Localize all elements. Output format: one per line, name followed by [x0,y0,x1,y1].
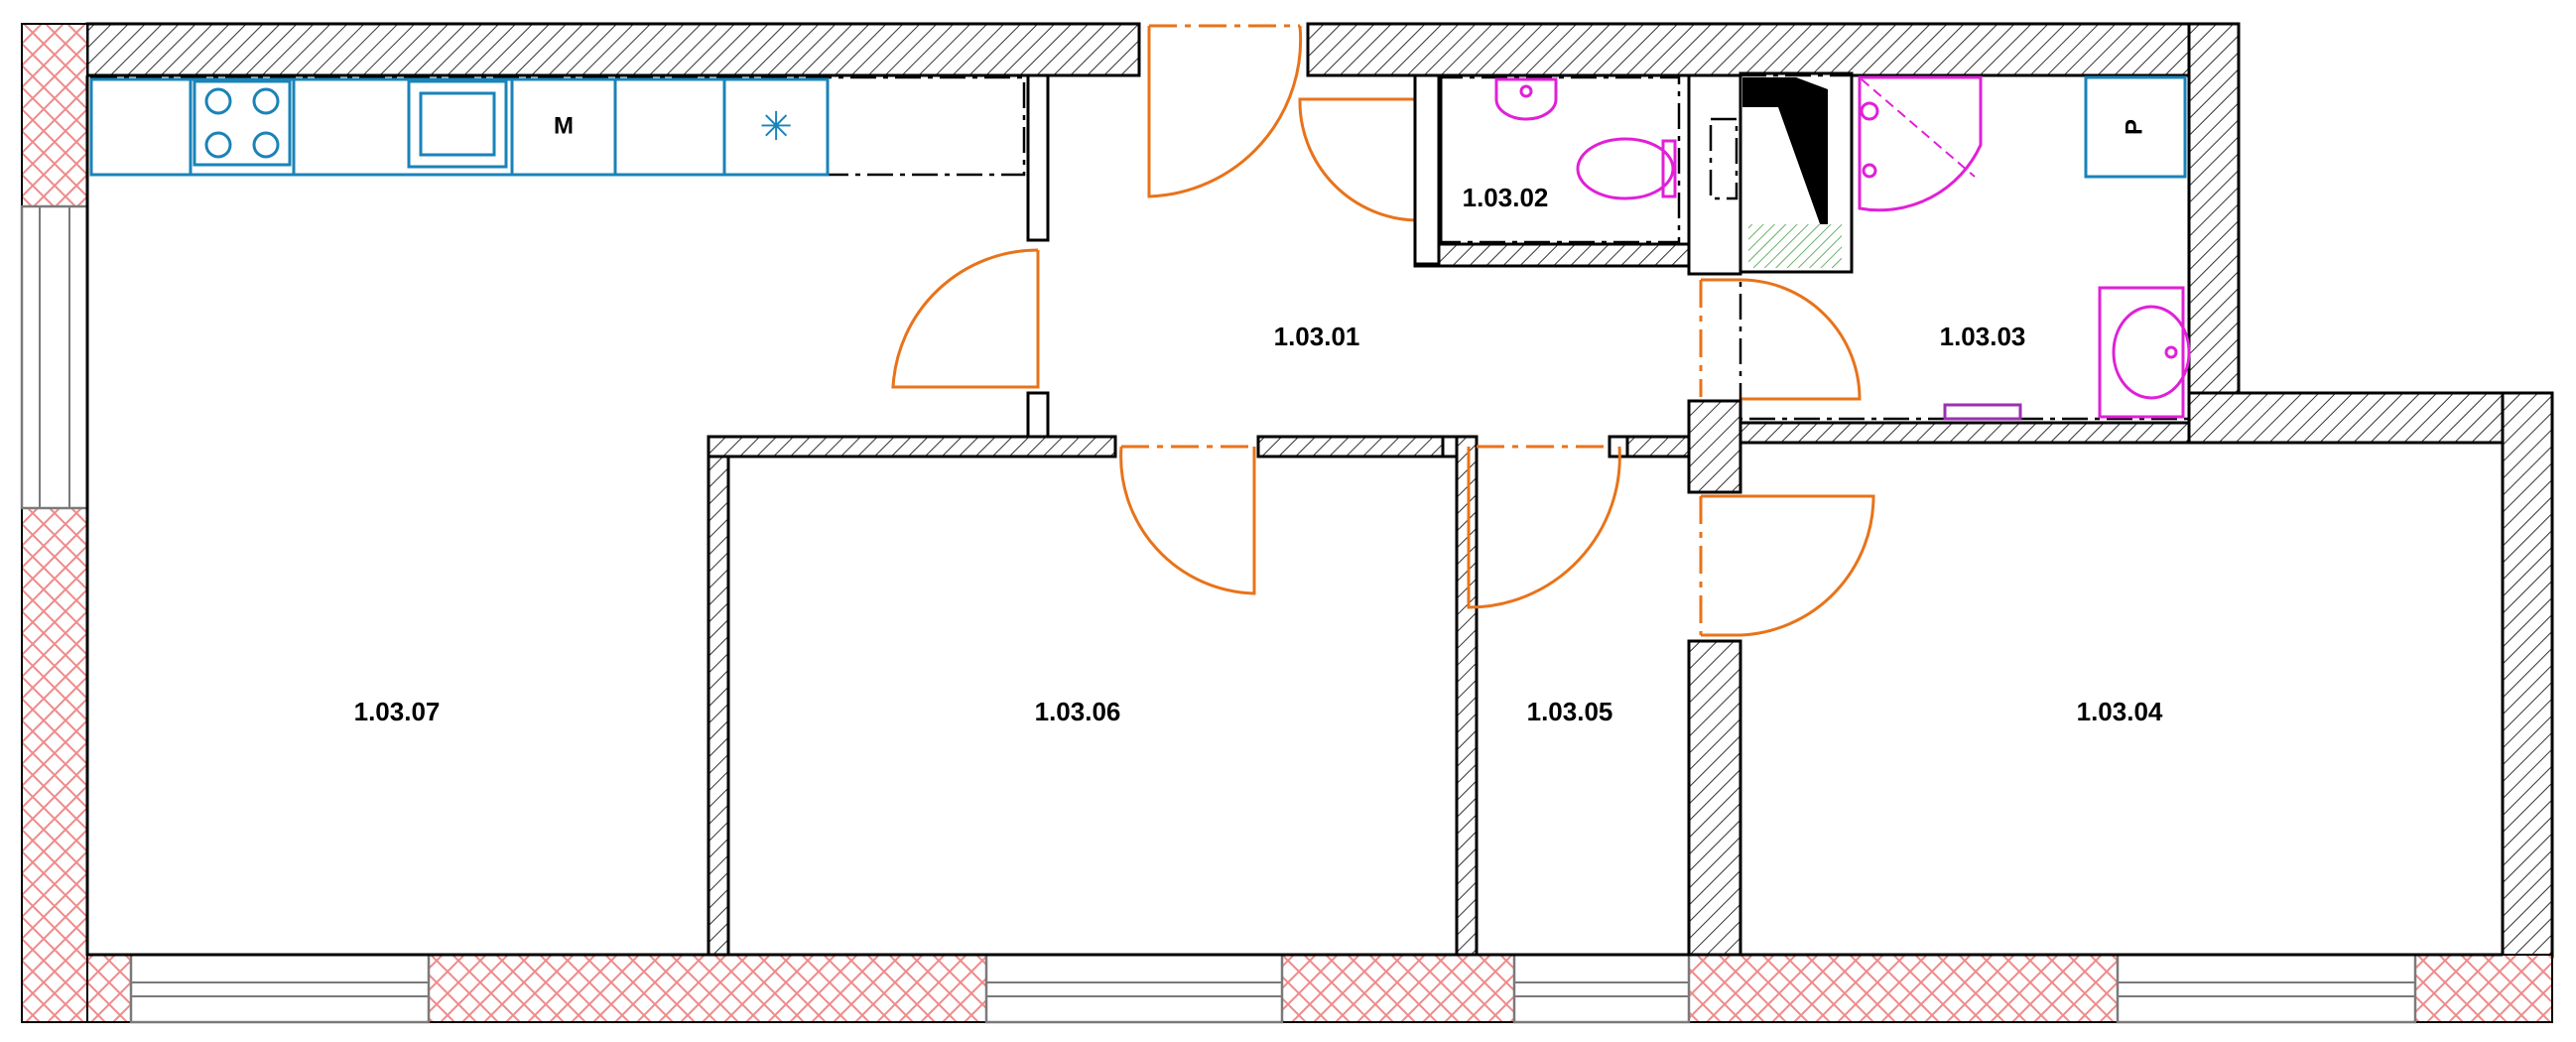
room-label-1-03-04: 1.03.04 [2077,697,2163,726]
room-labels: 1.03.01 1.03.02 1.03.03 1.03.04 1.03.05 … [354,183,2163,726]
cabinet-label: P [2121,119,2147,135]
interior-walls [707,73,2191,957]
installation-shaft [1687,71,1854,276]
radiator-icon [1943,403,2022,421]
room-label-1-03-02: 1.03.02 [1463,183,1549,212]
doors [891,24,1875,637]
toilet-icon [1576,137,1675,200]
bathroom-fixtures: P [1739,73,2191,421]
room-label-1-03-03: 1.03.03 [1940,322,2026,351]
cooktop-icon [193,79,292,167]
bath-sink-icon [2098,286,2185,419]
windows [20,204,2417,1024]
fridge-icon: ✳ [759,104,793,150]
shower-icon [1858,75,1983,212]
bathroom-cabinet [2084,75,2187,179]
wc-sink-icon [1494,77,1558,121]
room-label-1-03-01: 1.03.01 [1274,322,1360,351]
sink-icon [407,79,508,169]
room-label-1-03-05: 1.03.05 [1527,697,1613,726]
room-outlines [85,75,2503,957]
masonry-walls [21,23,2553,1023]
wc-fixtures [1413,73,1693,268]
room-label-1-03-06: 1.03.06 [1035,697,1121,726]
kitchen-counter: M ✳ [89,75,1026,177]
room-label-1-03-07: 1.03.07 [354,697,441,726]
microwave-label: M [554,112,574,139]
exterior-walls [85,22,2554,959]
